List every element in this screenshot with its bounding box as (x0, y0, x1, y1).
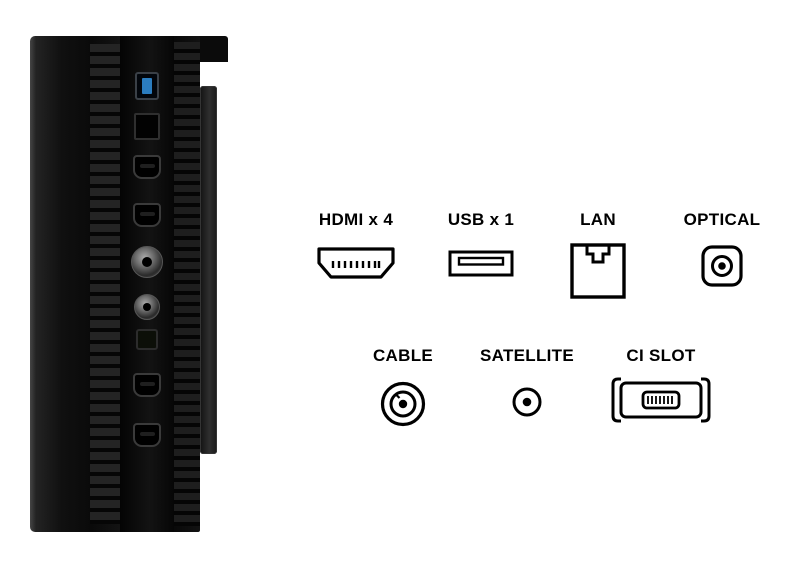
hdmi-label: HDMI x 4 (318, 210, 394, 229)
cable-label: CABLE (372, 346, 434, 365)
legend-item-optical: OPTICAL (662, 210, 782, 288)
legend-item-satellite: SATELLITE (462, 346, 592, 418)
optical-label: OPTICAL (683, 210, 761, 229)
ci-slot-icon (611, 377, 711, 423)
lan-label: LAN (580, 210, 616, 229)
legend-item-hdmi: HDMI x 4 (296, 210, 416, 280)
legend-item-lan: LAN (538, 210, 658, 300)
cable-port-icon (380, 381, 426, 427)
hdmi-port-2 (133, 203, 161, 227)
optical-port-icon (701, 245, 743, 287)
tv-mount-bracket (200, 86, 217, 454)
optical-port (136, 329, 158, 350)
cable-coax-port (131, 246, 163, 278)
usb-label: USB x 1 (447, 210, 515, 229)
lan-port (134, 113, 160, 140)
usb-tongue (142, 78, 152, 94)
tv-vent-grille-left (90, 44, 122, 524)
ci-slot-label: CI SLOT (626, 346, 696, 365)
hdmi-port-4 (133, 423, 161, 447)
tv-port-column (120, 36, 174, 532)
hdmi-port-3 (133, 373, 161, 397)
legend-item-usb: USB x 1 (421, 210, 541, 277)
legend-item-cable: CABLE (343, 346, 463, 428)
tv-side-panel (30, 36, 228, 532)
legend-item-ci-slot: CI SLOT (601, 346, 721, 424)
tv-vent-grille-right (174, 42, 200, 526)
usb-port-icon (448, 250, 514, 277)
hdmi-port-1 (133, 155, 161, 179)
satellite-port-icon (512, 387, 542, 417)
satellite-label: SATELLITE (480, 346, 574, 365)
usb-port (135, 72, 159, 100)
hdmi-port-icon (317, 247, 395, 279)
lan-port-icon (570, 243, 626, 299)
satellite-coax-port (134, 294, 160, 320)
